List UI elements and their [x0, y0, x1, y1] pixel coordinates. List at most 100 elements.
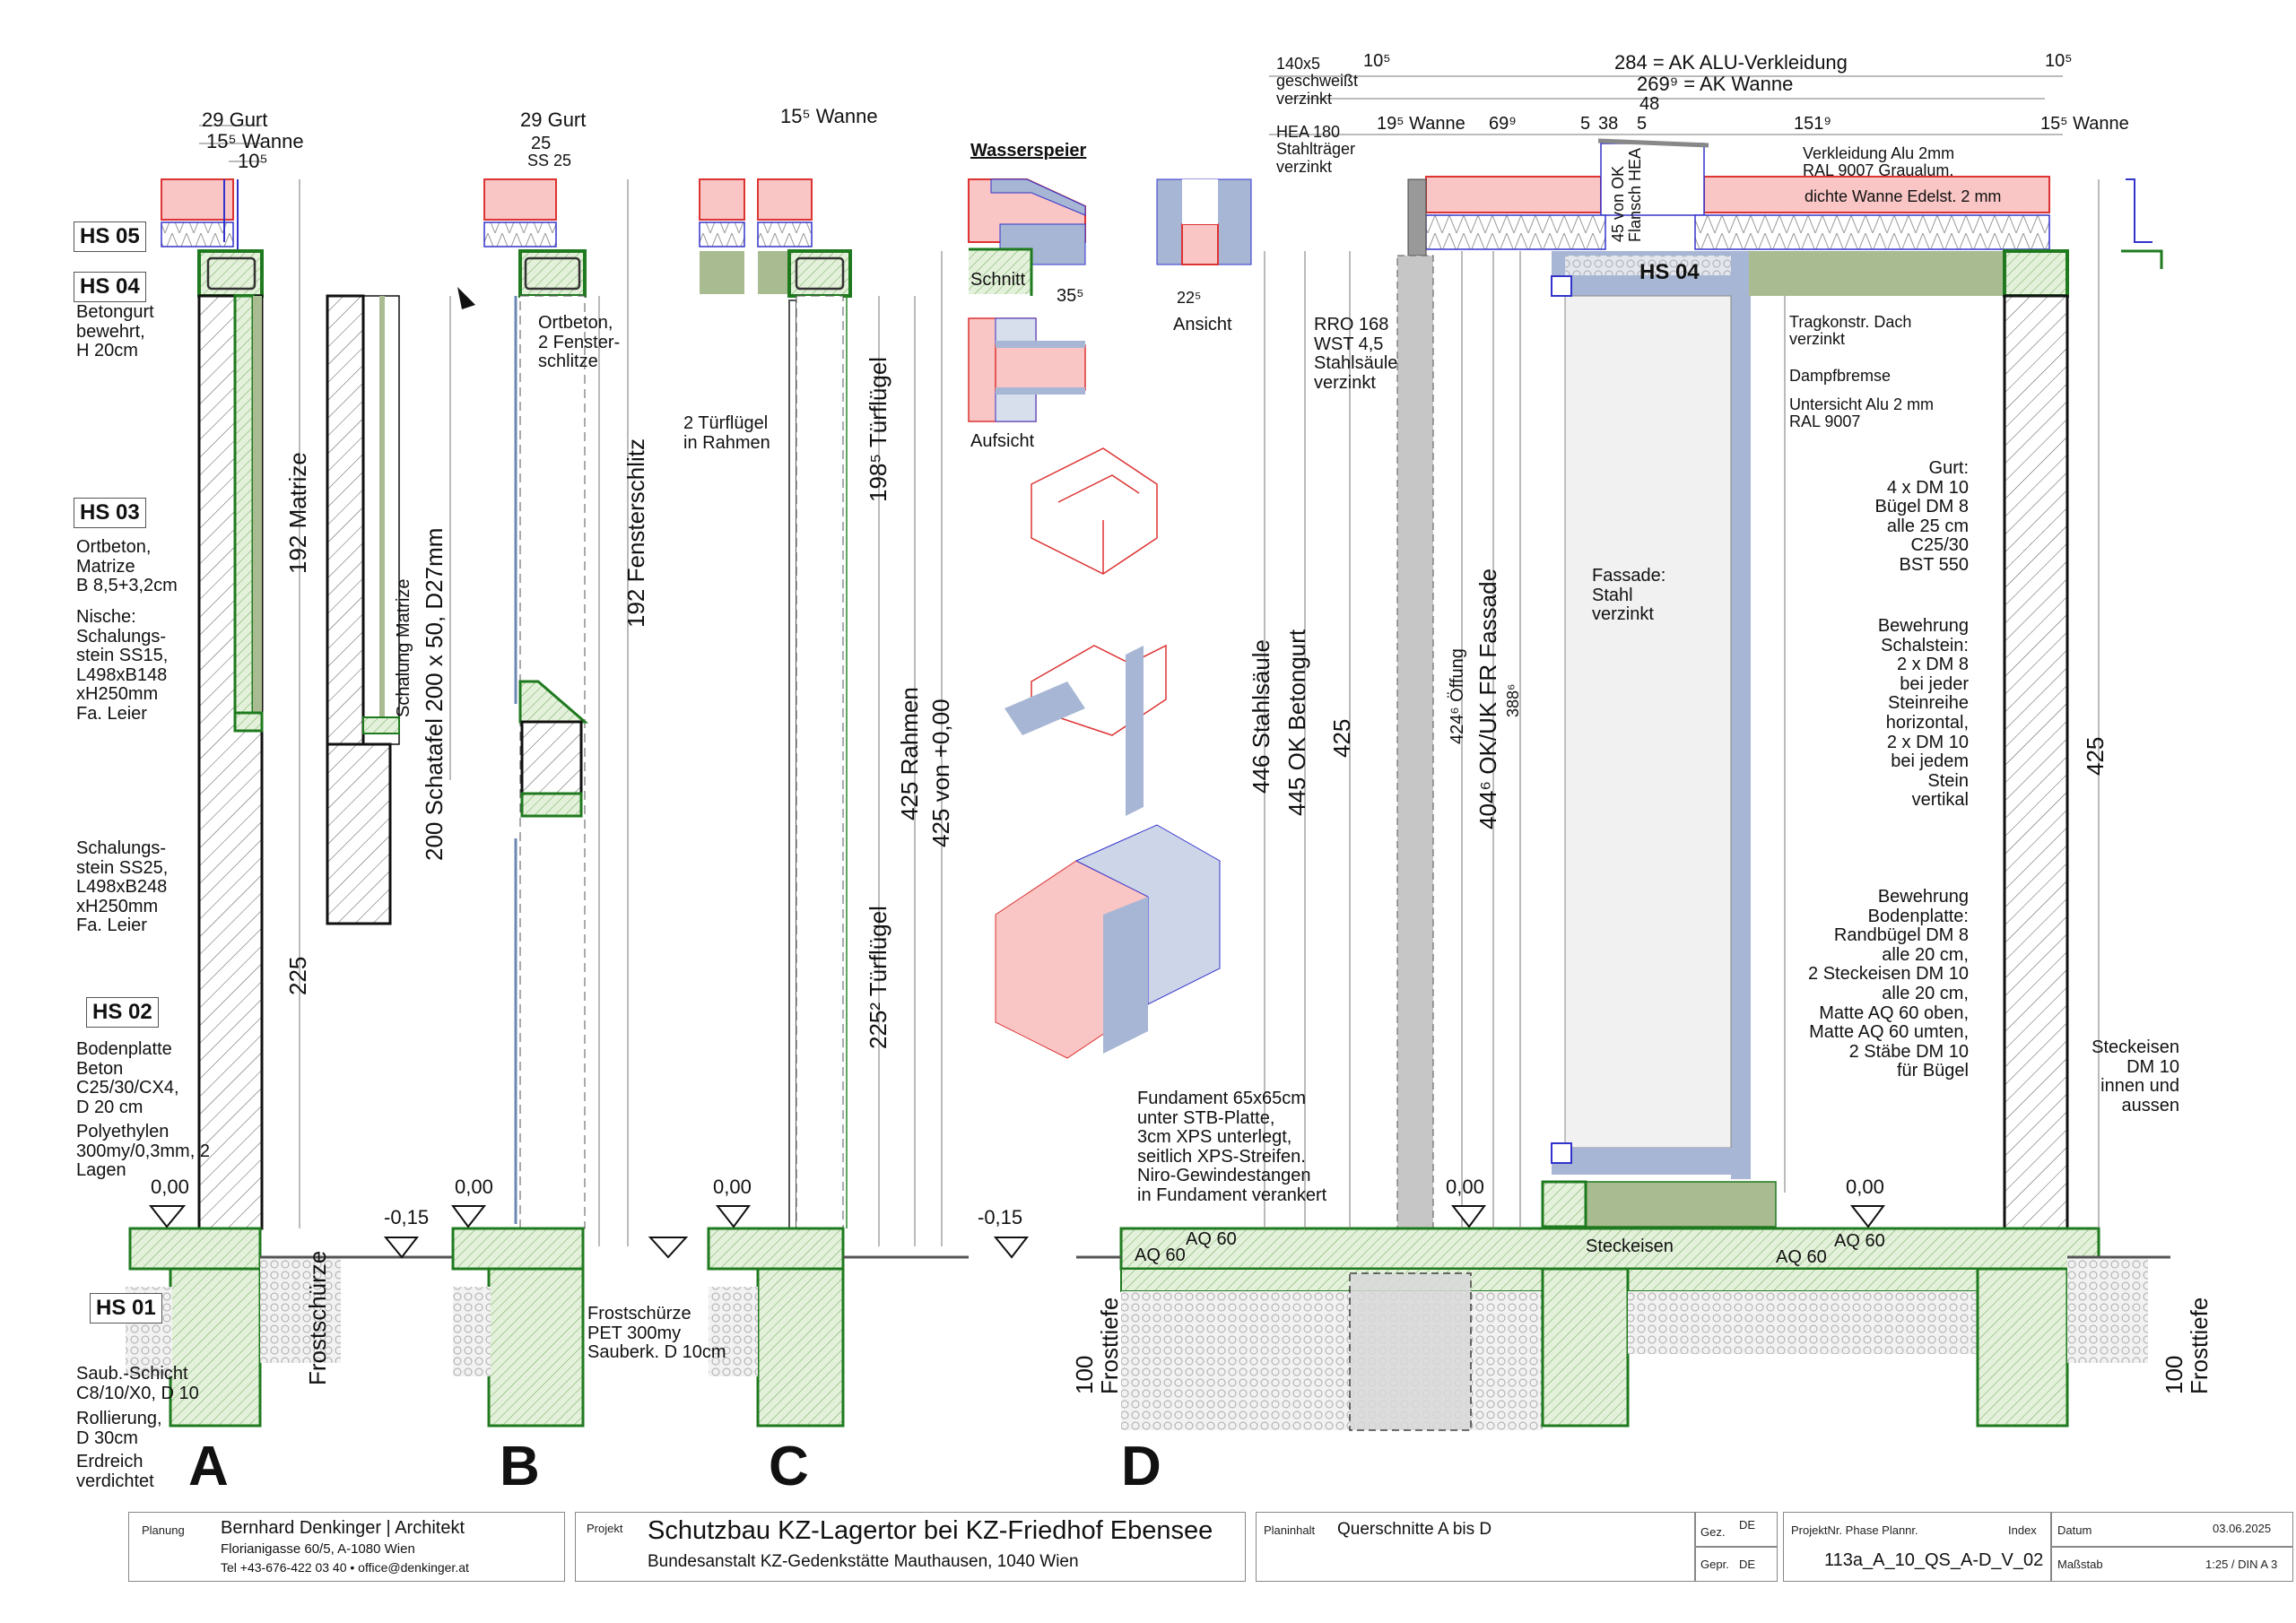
- note-verkleidung: Verkleidung Alu 2mm RAL 9007 Graualum.: [1803, 144, 1955, 180]
- dim-192-fensterschlitz: 192 Fensterschlitz: [622, 438, 649, 628]
- note-nische: Nische: Schalungs- stein SS15, L498xB148…: [76, 607, 169, 724]
- level-0-c: 0,00: [713, 1176, 752, 1198]
- dim-446-stahlsaeule: 446 Stahlsäule: [1248, 638, 1274, 794]
- wasserspeier-drawing: [968, 178, 1252, 1059]
- plan-number: 113a_A_10_QS_A-D_V_02: [1824, 1550, 2044, 1570]
- project-client: Bundesanstalt KZ-Gedenkstätte Mauthausen…: [648, 1552, 1079, 1571]
- project-title: Schutzbau KZ-Lagertor bei KZ-Friedhof Eb…: [648, 1516, 1213, 1545]
- label-steckeisen: Steckeisen: [1586, 1237, 1674, 1256]
- dim-192-matrize: 192 Matrize: [284, 452, 311, 574]
- dim-wanne-left-d: 19⁵ Wanne: [1377, 114, 1465, 134]
- label-schnitt: Schnitt: [970, 270, 1026, 290]
- section-a-drawing: [126, 125, 502, 1428]
- dim-frosttiefe-right: 100 Frosttiefe: [2161, 1297, 2213, 1394]
- note-polyethylen: Polyethylen 300my/0,3mm, 2 Lagen: [76, 1122, 210, 1181]
- label-index: Index: [2008, 1523, 2037, 1537]
- gez-value: DE: [1739, 1518, 1756, 1532]
- planinhalt-value: Querschnitte A bis D: [1337, 1520, 1492, 1539]
- note-steckeisen-dm10: Steckeisen DM 10 innen und aussen: [2092, 1037, 2179, 1115]
- divider: [1694, 1546, 1777, 1548]
- note-untersicht: Untersicht Alu 2 mm RAL 9007: [1789, 395, 1935, 431]
- title-block-planung: Planung Bernhard Denkinger | Architekt F…: [128, 1512, 565, 1582]
- level-0-a: 0,00: [151, 1176, 189, 1198]
- datum-value: 03.06.2025: [2213, 1522, 2272, 1535]
- dim-5a: 5: [1580, 114, 1591, 134]
- note-fassade: Fassade: Stahl verzinkt: [1592, 566, 1666, 625]
- label-ss25: SS 25: [527, 152, 572, 169]
- cut-marker-hs05: HS 05: [74, 221, 146, 252]
- dim-38: 38: [1598, 114, 1619, 134]
- note-frostschuerze-b: Frostschürze PET 300my Sauberk. D 10cm: [587, 1304, 726, 1363]
- section-label-c: C: [769, 1436, 809, 1497]
- note-ortbeton-fenster: Ortbeton, 2 Fenster- schlitze: [538, 313, 621, 372]
- dim-wanne-right-d: 15⁵ Wanne: [2040, 114, 2129, 134]
- label-planung: Planung: [142, 1523, 185, 1537]
- dim-2252-tuerfluegel: 225² Türflügel: [865, 906, 891, 1049]
- note-hea180: HEA 180 Stahlträger verzinkt: [1276, 123, 1356, 176]
- level-0-d-left: 0,00: [1446, 1176, 1484, 1198]
- dim-3886: 388⁶: [1504, 683, 1522, 717]
- label-planinhalt: Planinhalt: [1264, 1523, 1316, 1537]
- note-gurt-bewehrung: Gurt: 4 x DM 10 Bügel DM 8 alle 25 cm C2…: [1874, 458, 1970, 575]
- label-aq60-c: AQ 60: [1776, 1247, 1827, 1267]
- label-projekt: Projekt: [587, 1522, 623, 1535]
- dim-wanne-a: 15⁵ Wanne: [206, 130, 304, 152]
- label-schatafel: 200 Schatafel 200 x 50, D27mm: [421, 527, 448, 861]
- section-b-drawing: [451, 178, 689, 1428]
- label-aufsicht: Aufsicht: [970, 431, 1035, 451]
- label-massstab: Maßstab: [2057, 1558, 2103, 1571]
- section-label-d: D: [1121, 1436, 1161, 1497]
- level-neg015-c: -0,15: [978, 1206, 1023, 1228]
- title-block-projekt: Projekt Schutzbau KZ-Lagertor bei KZ-Fri…: [575, 1512, 1246, 1582]
- level-0-b: 0,00: [455, 1176, 493, 1198]
- dim-225-ansicht: 22⁵: [1177, 289, 1202, 307]
- title-wasserspeier: Wasserspeier: [970, 141, 1087, 161]
- note-rollierung: Rollierung, D 30cm: [76, 1409, 162, 1448]
- massstab-value: 1:25 / DIN A 3: [2205, 1558, 2278, 1571]
- label-aq60-d: AQ 60: [1834, 1231, 1885, 1251]
- dim-wanne-c: 15⁵ Wanne: [780, 105, 878, 127]
- cut-marker-hs03: HS 03: [74, 498, 146, 528]
- cut-marker-hs02: HS 02: [86, 997, 159, 1028]
- dim-105-a: 10⁵: [238, 150, 268, 172]
- dim-425-von-0: 425 von +0,00: [927, 699, 954, 847]
- note-tuerfluegel: 2 Türflügel in Rahmen: [683, 413, 770, 453]
- gepr-value: DE: [1739, 1558, 1756, 1571]
- dim-1985-tuerfluegel: 198⁵ Türflügel: [865, 356, 891, 502]
- section-label-b: B: [500, 1436, 540, 1497]
- level-neg015-a: -0,15: [384, 1206, 430, 1228]
- architect-address: Florianigasse 60/5, A-1080 Wien: [221, 1541, 415, 1557]
- section-c-drawing: [699, 178, 1030, 1428]
- dim-105-right-d: 10⁵: [2045, 51, 2073, 71]
- label-gez: Gez.: [1700, 1525, 1726, 1539]
- label-projektnr: ProjektNr. Phase Plannr.: [1791, 1523, 1918, 1537]
- label-datum: Datum: [2057, 1523, 2092, 1537]
- note-dichte-wanne: dichte Wanne Edelst. 2 mm: [1805, 187, 2002, 205]
- dim-425-right-d: 425: [2082, 736, 2109, 776]
- dim-225-a: 225: [284, 956, 311, 995]
- architect-contact: Tel +43-676-422 03 40 • office@denkinger…: [221, 1560, 469, 1575]
- dim-2699-ak-wanne: 269⁹ = AK Wanne: [1637, 73, 1794, 95]
- title-block-plan-number: ProjektNr. Phase Plannr. Index 113a_A_10…: [1783, 1512, 2293, 1582]
- dim-4246-oeffung: 424⁶ Öffung: [1448, 648, 1467, 744]
- dim-frosttiefe-left: 100 Frosttiefe: [1071, 1297, 1124, 1394]
- cut-marker-hs01: HS 01: [90, 1293, 162, 1324]
- dim-105-left-d: 10⁵: [1363, 51, 1391, 71]
- cut-marker-hs04: HS 04: [74, 272, 146, 302]
- label-ansicht: Ansicht: [1173, 315, 1232, 334]
- note-betongurt: Betongurt bewehrt, H 20cm: [76, 302, 154, 361]
- note-140x5: 140x5 geschweißt verzinkt: [1276, 55, 1359, 108]
- note-saub-schicht: Saub.-Schicht C8/10/X0, D 10: [76, 1364, 199, 1403]
- note-erdreich: Erdreich verdichtet: [76, 1452, 154, 1491]
- note-ortbeton-matrize: Ortbeton, Matrize B 8,5+3,2cm: [76, 537, 178, 596]
- architect-name: Bernhard Denkinger | Architekt: [221, 1518, 465, 1538]
- level-0-d-right: 0,00: [1846, 1176, 1884, 1198]
- dim-5b: 5: [1637, 114, 1648, 134]
- dim-gurt-a: 29 Gurt: [202, 108, 268, 131]
- note-tragkonstr: Tragkonstr. Dach verzinkt: [1789, 313, 1912, 349]
- dim-699: 69⁹: [1489, 114, 1517, 134]
- matrize-detail-drawing: [326, 287, 475, 925]
- note-dampfbremse: Dampfbremse: [1789, 367, 1892, 385]
- dim-48: 48: [1639, 94, 1660, 114]
